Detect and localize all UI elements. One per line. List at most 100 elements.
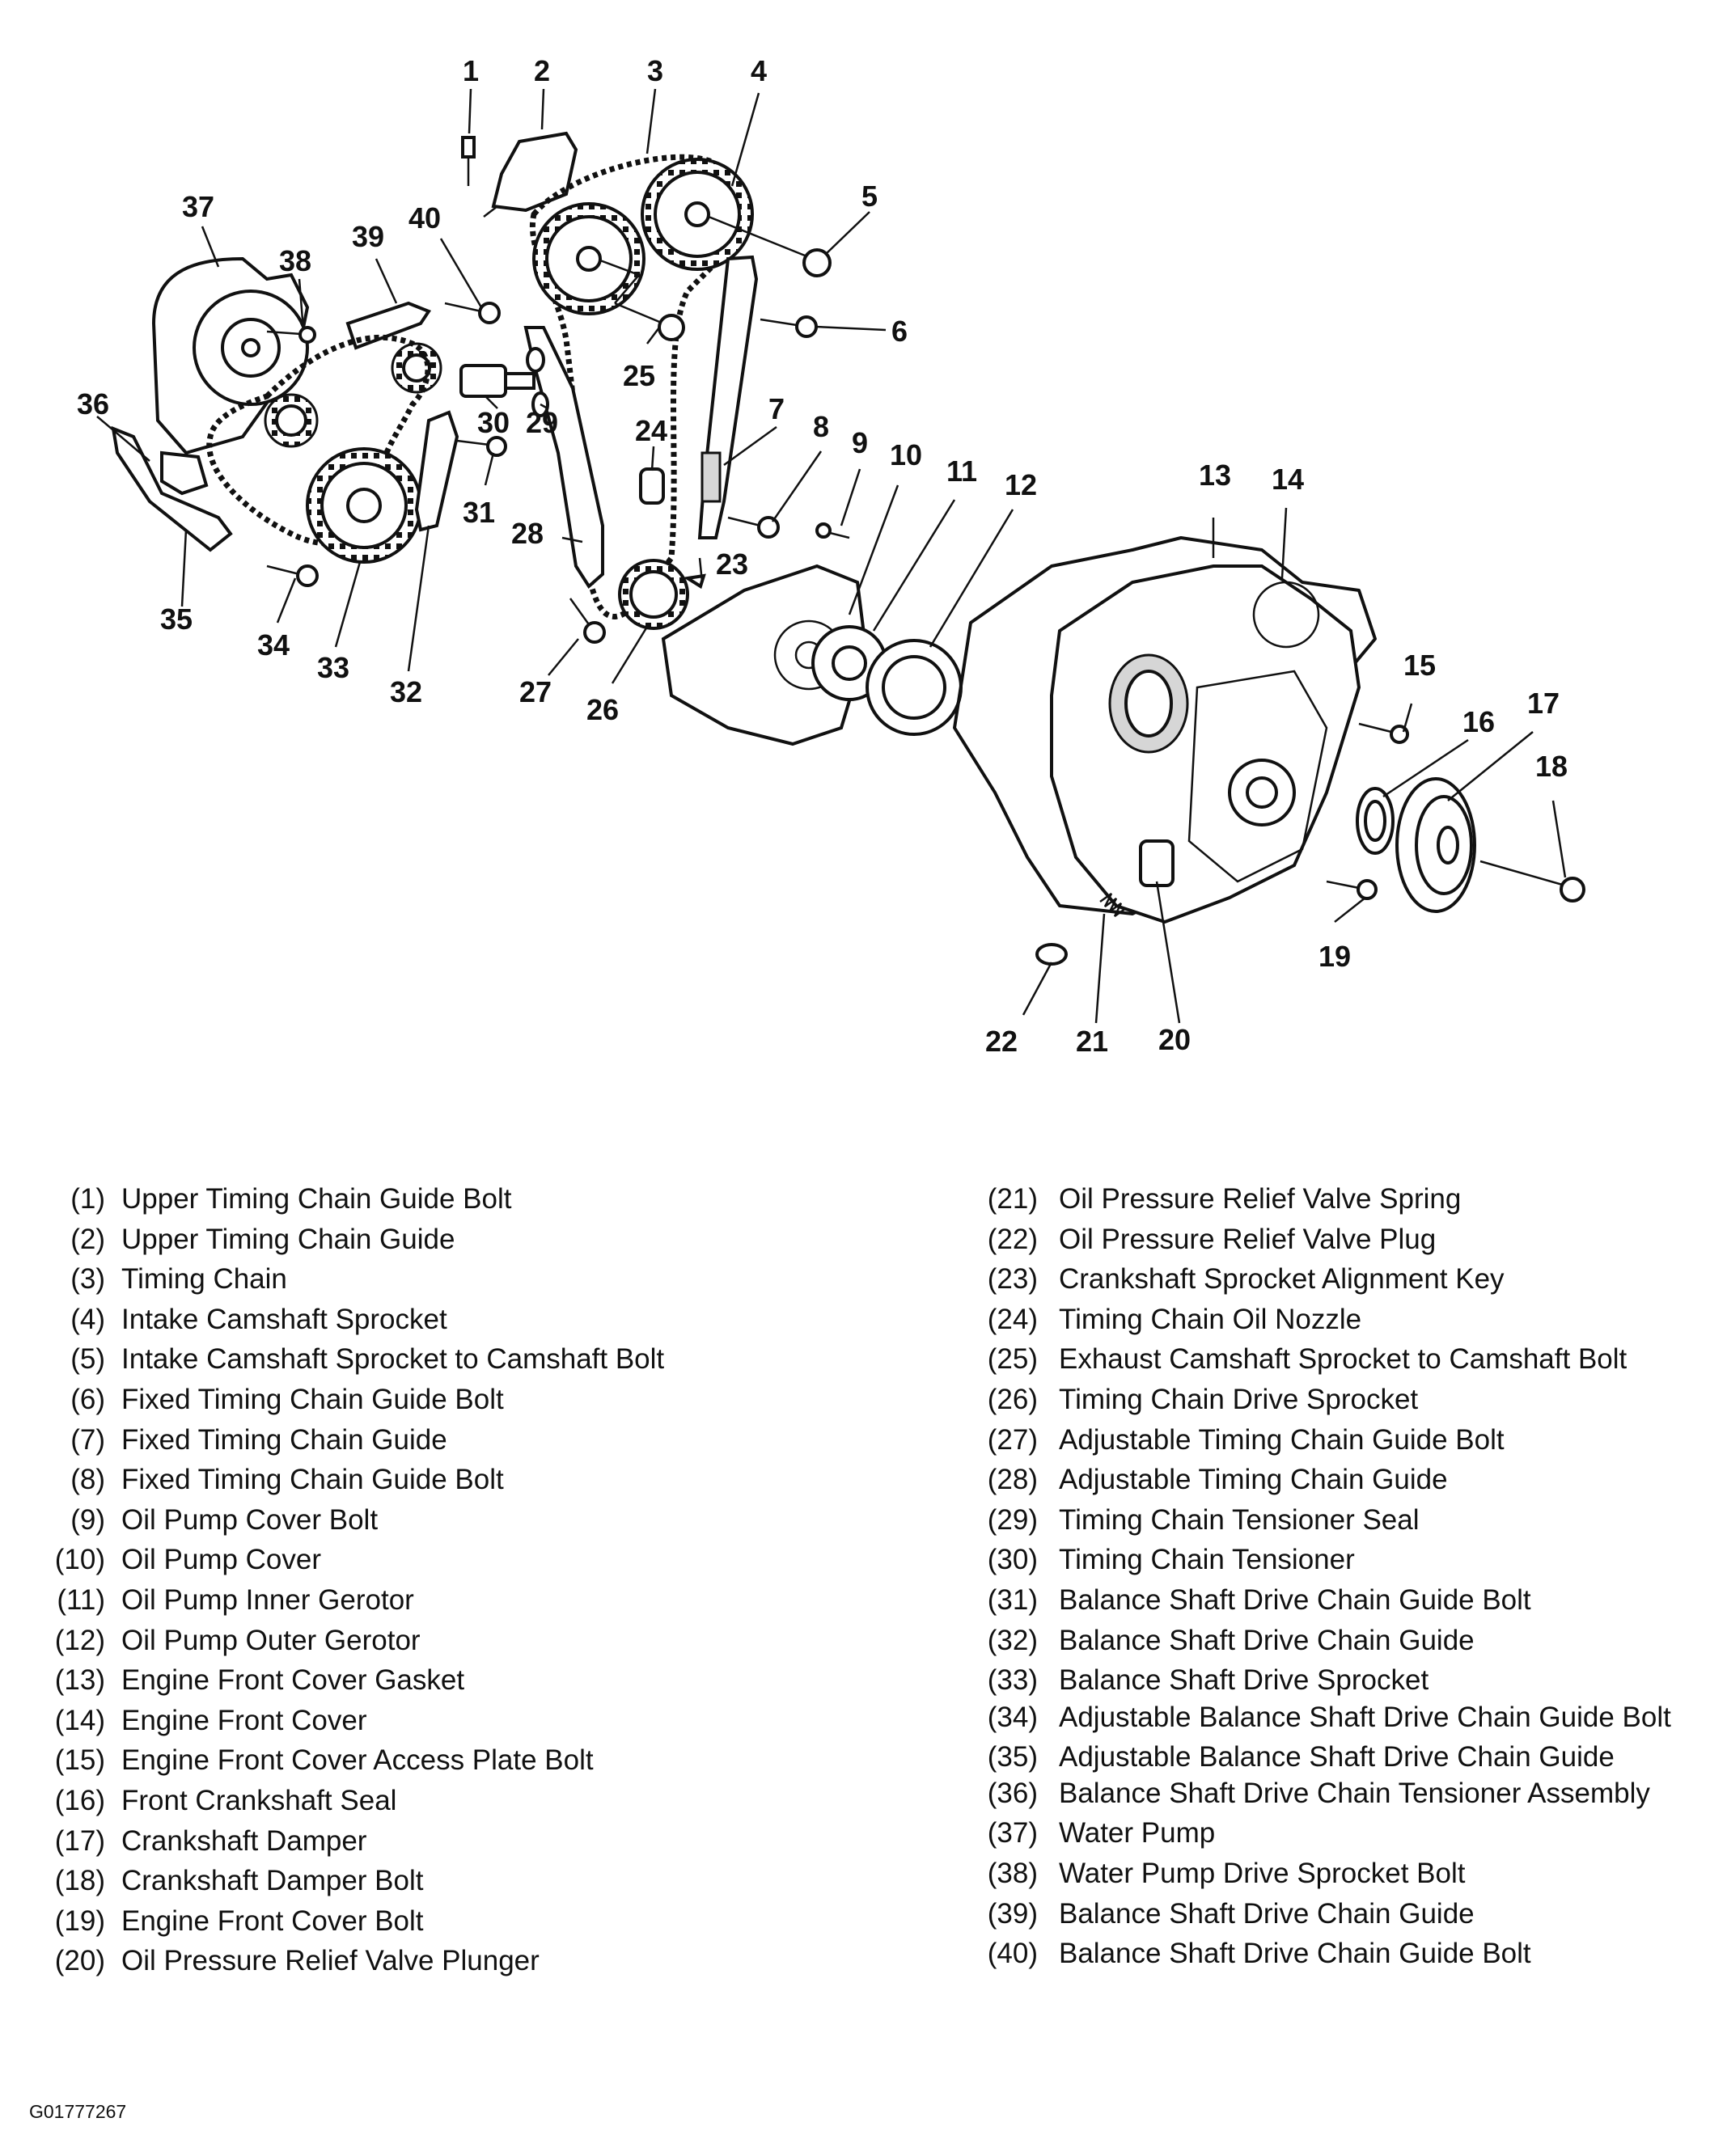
legend-label: Upper Timing Chain Guide Bolt (121, 1183, 512, 1215)
legend-number: (21) (987, 1183, 1038, 1215)
legend-item: (36) Balance Shaft Drive Chain Tensioner … (967, 1777, 1695, 1813)
exploded-view-diagram: 1 2 3 4 5 6 7 8 9 10 11 12 13 14 15 16 1… (77, 54, 1585, 1058)
callout-22: 22 (985, 1025, 1018, 1058)
timing-chain (530, 154, 736, 619)
legend-number: (5) (70, 1343, 105, 1376)
legend-number: (32) (987, 1624, 1038, 1656)
oil-pressure-relief-valve-plug (1035, 943, 1068, 966)
legend-number: (40) (987, 1938, 1038, 1970)
legend-item: (7)Fixed Timing Chain Guide (29, 1420, 862, 1461)
legend-item: (18)Crankshaft Damper Bolt (29, 1861, 862, 1901)
callout-3: 3 (647, 54, 663, 87)
legend-item: (20)Oil Pressure Relief Valve Plunger (29, 1941, 862, 1981)
front-crankshaft-seal (1356, 787, 1395, 855)
oil-pump-cover-bolt (815, 522, 850, 539)
callout-24: 24 (635, 414, 667, 447)
legend-label: Balance Shaft Drive Chain Tensioner Asse… (1059, 1778, 1650, 1810)
legend-item: (38)Water Pump Drive Sprocket Bolt (967, 1854, 1695, 1894)
upper-timing-chain-guide-bolt (461, 136, 476, 186)
callout-19: 19 (1318, 940, 1351, 973)
oil-pressure-relief-valve-spring (1099, 892, 1127, 918)
callout-1: 1 (463, 54, 479, 87)
legend-label: Balance Shaft Drive Sprocket (1059, 1664, 1429, 1697)
callout-38: 38 (279, 244, 311, 277)
callout-25: 25 (623, 359, 655, 392)
legend-label: Oil Pump Cover Bolt (121, 1503, 379, 1536)
callout-leaders (96, 88, 1567, 1024)
legend-number: (28) (987, 1464, 1038, 1496)
fixed-timing-chain-guide (697, 255, 759, 539)
callout-4: 4 (751, 54, 767, 87)
legend-item: (13) Engine Front Cover Gasket (29, 1660, 862, 1701)
legend-right: (21)Oil Pressure Relief Valve Spring (22… (967, 1179, 1695, 1974)
engine-front-cover-bolt (1326, 879, 1378, 900)
water-pump-drive-sprocket-bolt (266, 326, 316, 344)
legend-item: (4)Intake Camshaft Sprocket (29, 1300, 862, 1340)
legend-item: (40) Balance Shaft Drive Chain Guide Bolt (967, 1934, 1695, 1974)
callout-29: 29 (526, 406, 558, 439)
callout-28: 28 (511, 517, 544, 550)
exhaust-camshaft-sprocket (532, 202, 645, 315)
callout-23: 23 (716, 547, 748, 581)
legend-label: Oil Pressure Relief Valve Plunger (121, 1945, 540, 1977)
legend-label: Intake Camshaft Sprocket (121, 1303, 447, 1335)
legend-number: (36) (987, 1778, 1038, 1810)
legend-label: Timing Chain Drive Sprocket (1059, 1383, 1419, 1415)
timing-chain-drive-sprocket (618, 559, 689, 630)
legend-label: Water Pump (1059, 1817, 1216, 1850)
timing-chain-oil-nozzle (639, 467, 665, 505)
legend-label: Oil Pressure Relief Valve Spring (1059, 1183, 1462, 1215)
legend-number: (11) (57, 1583, 105, 1616)
balance-shaft-drive-chain-tensioner-assembly (160, 450, 209, 496)
adjustable-balance-shaft-drive-chain-guide-bolt (266, 564, 319, 587)
legend-label: Crankshaft Damper Bolt (121, 1865, 424, 1897)
callout-15: 15 (1403, 649, 1436, 682)
callout-5: 5 (861, 180, 878, 213)
adjustable-timing-chain-guide-bolt (569, 598, 606, 644)
callout-18: 18 (1535, 750, 1568, 783)
callout-35: 35 (160, 602, 193, 636)
legend-item: (8)Fixed Timing Chain Guide Bolt (29, 1460, 862, 1500)
callout-6: 6 (891, 315, 908, 348)
legend-number: (19) (54, 1904, 105, 1937)
legend-number: (9) (70, 1503, 105, 1536)
callout-17: 17 (1527, 687, 1560, 720)
legend-label: Engine Front Cover Gasket (121, 1664, 465, 1697)
callout-9: 9 (852, 426, 868, 459)
fixed-timing-chain-guide-bolt-upper (760, 315, 818, 338)
callout-20: 20 (1158, 1023, 1191, 1056)
legend-item: (30)Timing Chain Tensioner (967, 1540, 1695, 1580)
legend-number: (3) (70, 1263, 105, 1296)
legend-number: (13) (54, 1664, 105, 1697)
balance-shaft-drive-chain-guide-upper-bolt (444, 302, 501, 324)
exhaust-camshaft-sprocket-bolt (599, 259, 685, 341)
legend-item: (15)Engine Front Cover Access Plate Bolt (29, 1740, 862, 1781)
callout-34: 34 (257, 628, 290, 662)
legend-label: Adjustable Balance Shaft Drive Chain Gui… (1059, 1701, 1671, 1733)
legend-item: (12)Oil Pump Outer Gerotor (29, 1621, 862, 1661)
callout-39: 39 (352, 220, 384, 253)
legend-item: (17)Crankshaft Damper (29, 1821, 862, 1862)
legend-label: Balance Shaft Drive Chain Guide Bolt (1059, 1938, 1531, 1970)
legend-label: Timing Chain Tensioner (1059, 1544, 1355, 1576)
legend-item: (28)Adjustable Timing Chain Guide (967, 1460, 1695, 1500)
crankshaft-damper (1395, 777, 1476, 913)
legend-number: (35) (987, 1740, 1038, 1773)
legend-item: (19) Engine Front Cover Bolt (29, 1901, 862, 1942)
legend-item: (3)Timing Chain (29, 1259, 862, 1300)
legend-item: (25)Exhaust Camshaft Sprocket to Camshaf… (967, 1339, 1695, 1380)
callout-32: 32 (390, 675, 422, 708)
callout-36: 36 (77, 387, 109, 421)
legend-number: (25) (987, 1343, 1038, 1376)
legend-item: (32)Balance Shaft Drive Chain Guide (967, 1621, 1695, 1661)
legend-item: (24)Timing Chain Oil Nozzle (967, 1300, 1695, 1340)
legend-number: (34) (987, 1701, 1038, 1733)
callout-37: 37 (182, 190, 214, 223)
legend-label: Engine Front Cover Bolt (121, 1904, 424, 1937)
legend-item: (6)Fixed Timing Chain Guide Bolt (29, 1380, 862, 1420)
legend-label: Crankshaft Damper (121, 1824, 367, 1857)
upper-timing-chain-guide (483, 131, 578, 218)
legend-item: (39)Balance Shaft Drive Chain Guide (967, 1894, 1695, 1934)
legend-label: Oil Pump Cover (121, 1544, 322, 1576)
legend-number: (6) (70, 1383, 105, 1415)
